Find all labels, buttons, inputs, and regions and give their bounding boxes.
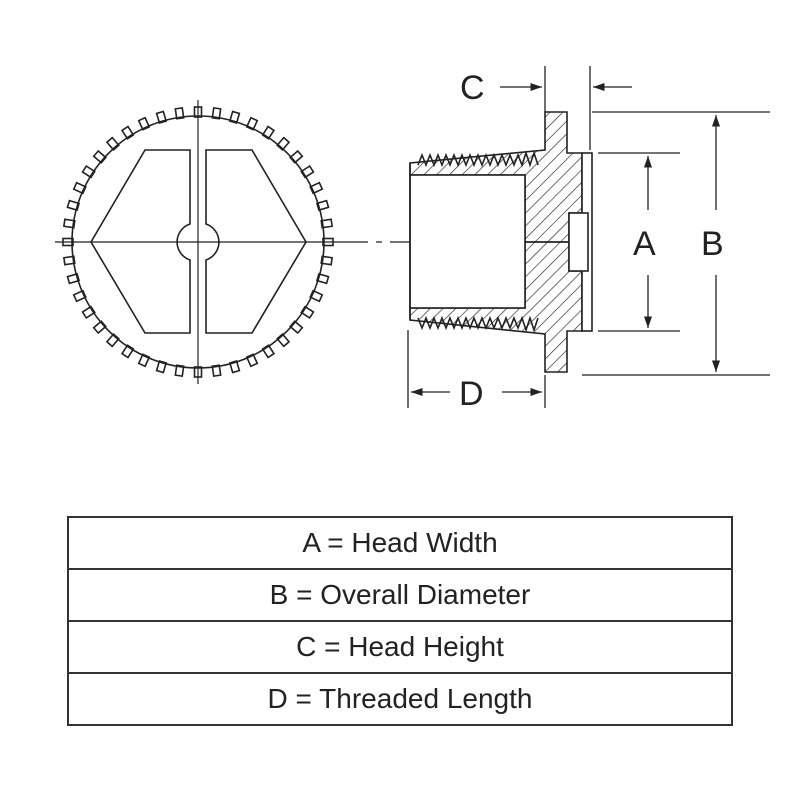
rim-tooth — [174, 364, 185, 378]
rim-tooth — [320, 255, 334, 266]
section-bore — [409, 174, 526, 309]
legend-row: C = Head Height — [67, 620, 733, 674]
rim-tooth — [62, 218, 76, 229]
rim-tooth — [289, 320, 304, 335]
legend-row-c: C = Head Height — [67, 620, 733, 674]
thread-profile-top — [417, 150, 539, 168]
plug-technical-drawing: C A B D — [55, 66, 770, 413]
rim-tooth — [276, 333, 291, 348]
thread-teeth-top — [417, 150, 539, 168]
legend-row-d: D = Threaded Length — [67, 672, 733, 726]
legend-row: A = Head Width — [67, 516, 733, 570]
front-view — [55, 100, 340, 384]
rim-tooth — [105, 136, 120, 151]
rim-tooth — [92, 149, 107, 164]
legend-row-a: A = Head Width — [67, 516, 733, 570]
legend-row: D = Threaded Length — [67, 672, 733, 726]
dimension-legend-table: A = Head Width B = Overall Diameter C = … — [67, 516, 733, 726]
rim-tooth — [211, 364, 222, 378]
rim-tooth — [276, 136, 291, 151]
dimension-lines — [407, 66, 770, 408]
rim-tooth — [211, 106, 222, 120]
dim-label-b: B — [701, 225, 724, 263]
rim-tooth — [92, 320, 107, 335]
dim-label-a: A — [633, 225, 656, 263]
side-section-view — [409, 111, 593, 373]
rim-tooth — [320, 218, 334, 229]
dim-label-c: C — [460, 69, 485, 107]
thread-profile-bottom — [417, 315, 539, 333]
legend-row: B = Overall Diameter — [67, 568, 733, 622]
rim-tooth — [289, 149, 304, 164]
dim-label-d: D — [459, 375, 484, 413]
left-wing-shape — [90, 149, 191, 334]
rim-tooth — [105, 333, 120, 348]
slot-recess — [568, 212, 589, 272]
legend-row-b: B = Overall Diameter — [67, 568, 733, 622]
rim-tooth — [62, 255, 76, 266]
rim-tooth — [174, 106, 185, 120]
thread-teeth-bottom — [417, 315, 539, 333]
right-wing-shape — [205, 149, 307, 334]
